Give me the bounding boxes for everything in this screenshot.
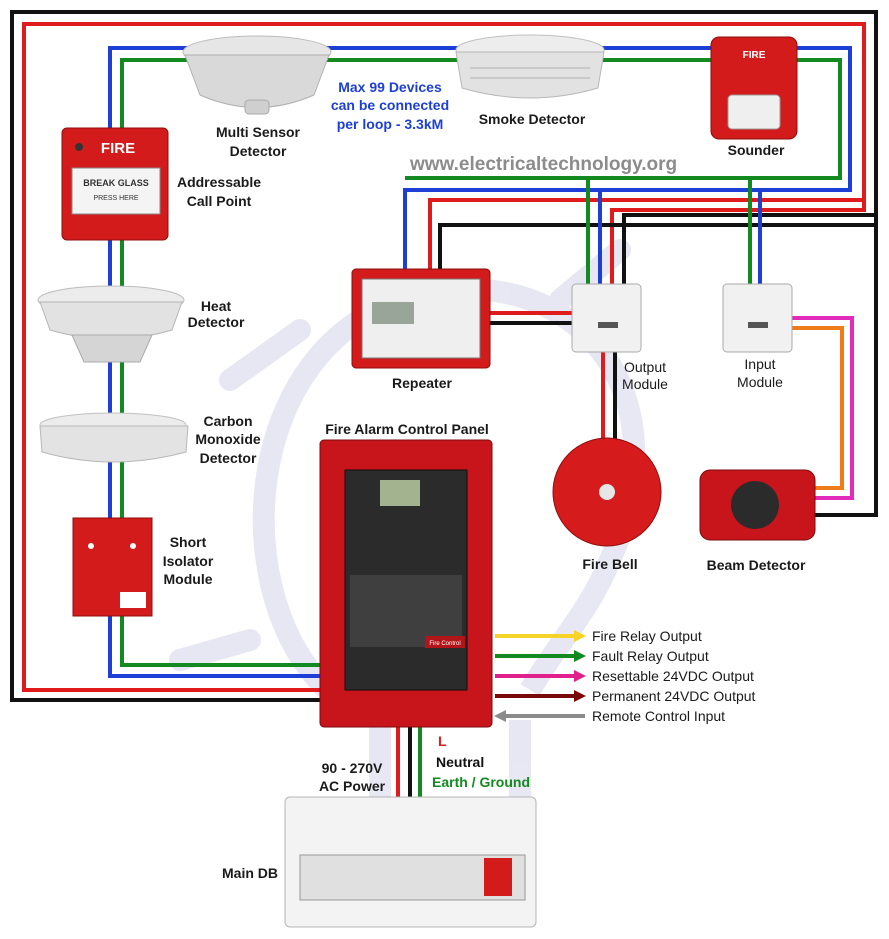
svg-text:Fire Control: Fire Control xyxy=(429,641,460,647)
loop-note: Max 99 Devices can be connected per loop… xyxy=(331,79,449,132)
power-voltage-label-2: AC Power xyxy=(319,778,386,794)
isolator-label-3: Module xyxy=(164,571,213,587)
call-point-label-1: Addressable xyxy=(177,174,261,190)
repeater-label: Repeater xyxy=(392,375,452,391)
output-arrows xyxy=(494,630,586,722)
output-label-fault-relay: Fault Relay Output xyxy=(592,648,709,664)
short-isolator-module-icon xyxy=(72,517,153,617)
output-module-label-1: Output xyxy=(624,359,666,375)
co-detector-label-2: Monoxide xyxy=(195,431,261,447)
beam-detector-icon xyxy=(699,469,816,541)
main-db-label: Main DB xyxy=(222,865,278,881)
co-detector-label-3: Detector xyxy=(200,450,257,466)
svg-text:Max 99 Devices: Max 99 Devices xyxy=(338,79,442,95)
repeater-icon xyxy=(351,268,491,369)
heat-detector-label-2: Detector xyxy=(188,314,245,330)
output-label-permanent: Permanent 24VDC Output xyxy=(592,688,756,704)
svg-text:PRESS HERE: PRESS HERE xyxy=(93,195,138,202)
isolator-label-1: Short xyxy=(170,534,207,550)
earth-label: Earth / Ground xyxy=(432,774,530,790)
heat-detector-label-1: Heat xyxy=(201,298,232,314)
input-module-icon xyxy=(722,283,793,353)
output-module-label-2: Module xyxy=(622,376,668,392)
multi-sensor-detector-icon xyxy=(182,35,332,115)
panel-label: Fire Alarm Control Panel xyxy=(325,421,489,437)
addressable-call-point-icon: FIRE BREAK GLASS PRESS HERE xyxy=(61,127,169,241)
sounder-label: Sounder xyxy=(728,142,785,158)
smoke-detector-icon xyxy=(455,34,605,99)
fire-alarm-control-panel-icon: Fire Control xyxy=(319,439,493,728)
svg-text:FIRE: FIRE xyxy=(101,140,135,157)
output-label-resettable: Resettable 24VDC Output xyxy=(592,668,754,684)
main-db-icon xyxy=(284,796,537,928)
svg-text:per loop - 3.3kM: per loop - 3.3kM xyxy=(337,116,444,132)
sounder-icon: FIRE xyxy=(710,36,798,140)
neutral-label: Neutral xyxy=(436,754,484,770)
input-module-label-2: Module xyxy=(737,374,783,390)
output-module-icon xyxy=(571,283,642,353)
heat-detector-icon xyxy=(37,285,185,363)
isolator-label-2: Isolator xyxy=(163,553,214,569)
live-label: L xyxy=(438,733,447,749)
multi-sensor-label-2: Detector xyxy=(230,143,287,159)
co-detector-label-1: Carbon xyxy=(204,413,253,429)
multi-sensor-label-1: Multi Sensor xyxy=(216,124,301,140)
beam-detector-label: Beam Detector xyxy=(707,557,806,573)
svg-text:FIRE: FIRE xyxy=(743,50,766,61)
website-watermark: www.electricaltechnology.org xyxy=(409,154,677,175)
fire-bell-label: Fire Bell xyxy=(582,556,637,572)
input-module-label-1: Input xyxy=(744,356,775,372)
call-point-label-2: Call Point xyxy=(187,193,252,209)
carbon-monoxide-detector-icon xyxy=(39,412,189,463)
output-label-fire-relay: Fire Relay Output xyxy=(592,628,702,644)
smoke-detector-label: Smoke Detector xyxy=(479,111,586,127)
power-voltage-label-1: 90 - 270V xyxy=(322,760,383,776)
svg-text:BREAK GLASS: BREAK GLASS xyxy=(83,178,149,188)
fire-bell-icon xyxy=(552,437,662,547)
output-label-remote: Remote Control Input xyxy=(592,708,725,724)
svg-text:can be connected: can be connected xyxy=(331,97,449,113)
